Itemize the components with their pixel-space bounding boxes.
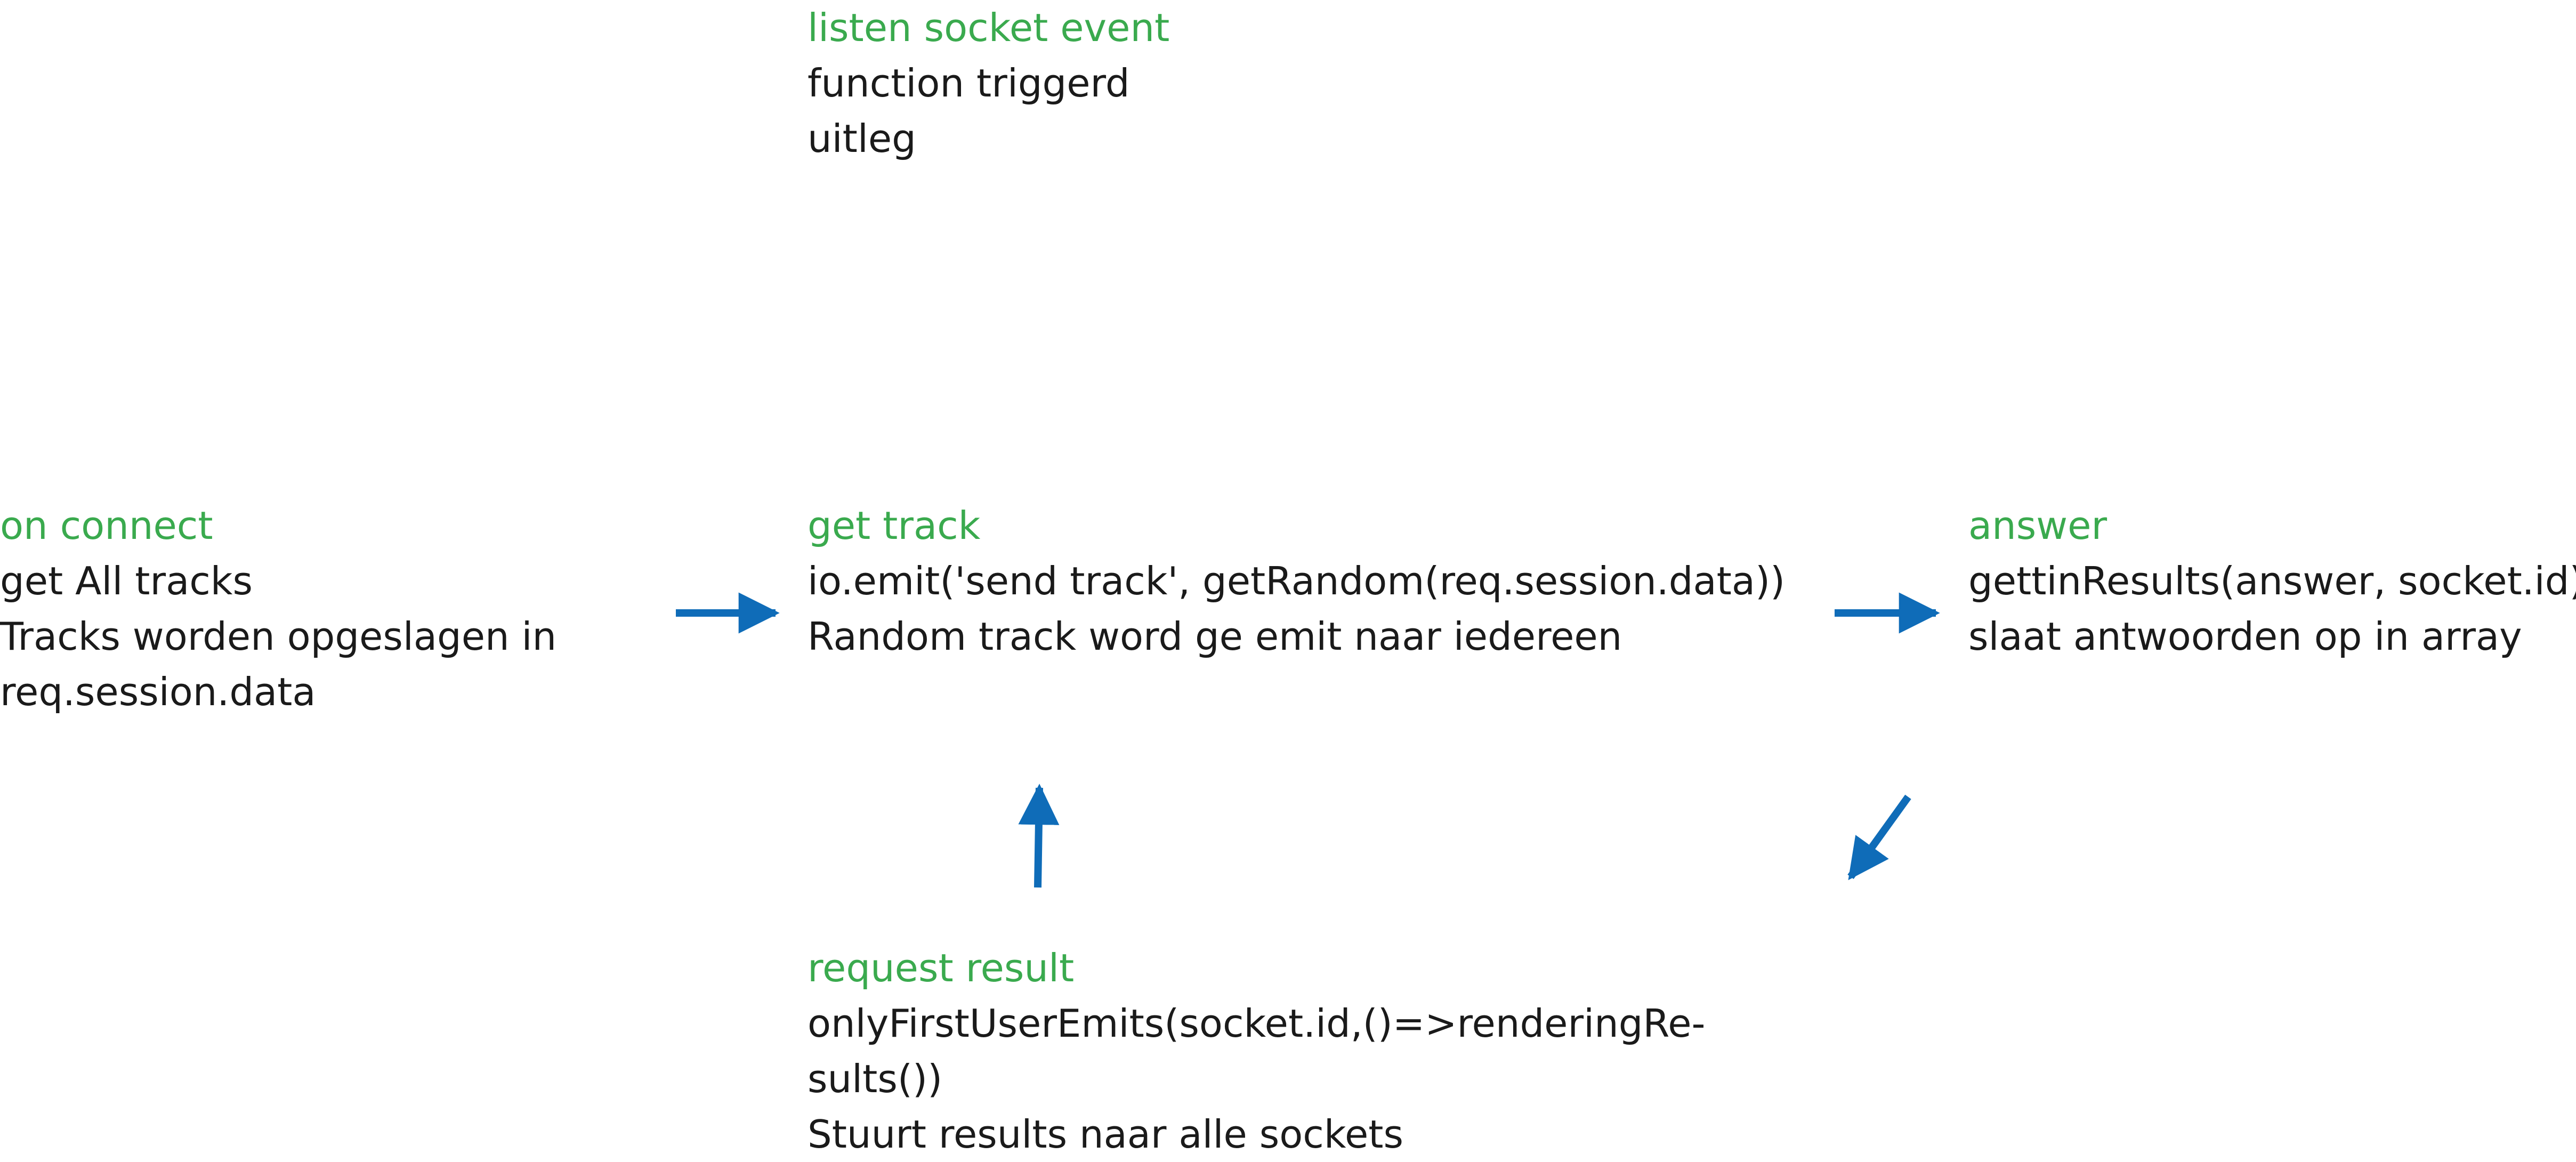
request-result-line: onlyFirstUserEmits(socket.id,()=>renderi…: [807, 1001, 1706, 1046]
answer-block: answer gettinResults(answer, socket.id) …: [1968, 498, 2576, 664]
answer-heading: answer: [1968, 503, 2107, 548]
on-connect-line: Tracks worden opgeslagen in: [0, 614, 557, 659]
get-track-line: io.emit('send track', getRandom(req.sess…: [807, 559, 1786, 603]
get-track-line: Random track word ge emit naar iedereen: [807, 614, 1622, 659]
legend-heading: listen socket event: [807, 5, 1170, 50]
legend-block: listen socket event function triggerd ui…: [807, 0, 1169, 166]
get-track-heading: get track: [807, 503, 981, 548]
request-result-line: Stuurt results naar alle sockets: [807, 1112, 1404, 1157]
legend-line: uitleg: [807, 116, 916, 161]
on-connect-line: get All tracks: [0, 559, 253, 603]
request-result-line: sults()): [807, 1056, 943, 1101]
get-track-block: get track io.emit('send track', getRando…: [807, 498, 1785, 664]
legend-line: function triggerd: [807, 61, 1130, 106]
arrow-up-icon: [1018, 784, 1060, 888]
arrow-down-left-icon: [1847, 794, 1911, 881]
on-connect-heading: on connect: [0, 503, 213, 548]
on-connect-line: req.session.data: [0, 669, 316, 714]
answer-line: gettinResults(answer, socket.id): [1968, 559, 2576, 603]
request-result-heading: request result: [807, 946, 1075, 990]
request-result-block: request result onlyFirstUserEmits(socket…: [807, 940, 1705, 1162]
answer-line: slaat antwoorden op in array: [1968, 614, 2522, 659]
on-connect-block: on connect get All tracks Tracks worden …: [0, 498, 556, 720]
